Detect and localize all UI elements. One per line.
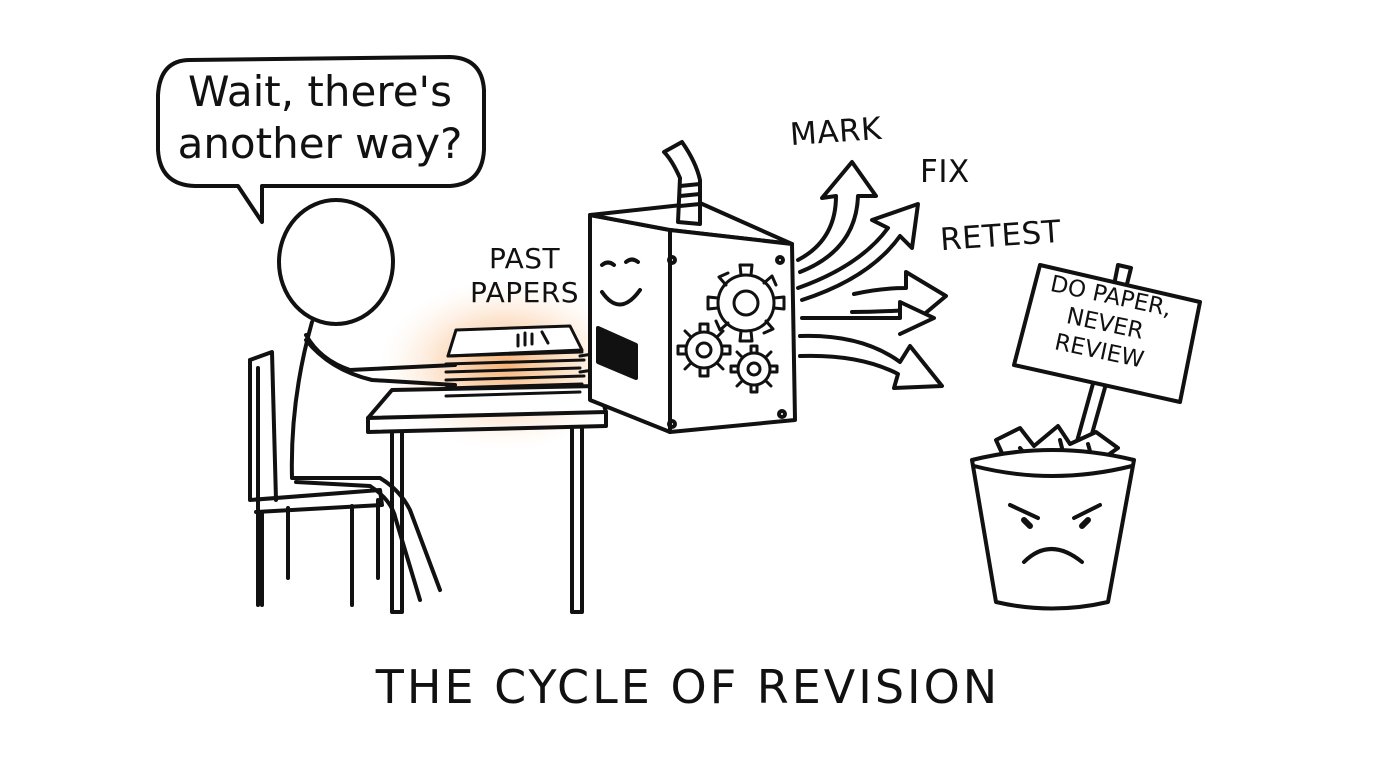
stick-figure-icon [277,198,457,602]
speech-bubble-text: Wait, there's another way? [170,66,470,170]
revision-machine-icon [588,140,797,434]
paper-stack-icon [444,324,608,398]
caption-title: THE CYCLE OF REVISION [375,660,1001,714]
sign-icon [1012,263,1202,457]
gear-icon [676,263,786,394]
speech-bubble-line-1: Wait, there's [188,67,452,116]
speech-bubble-line-2: another way? [177,119,463,168]
past-papers-line-2: PAPERS [470,276,580,309]
fix-label: FIX [920,154,970,190]
past-papers-label: PAST PAPERS [470,242,579,310]
past-papers-line-1: PAST [488,242,561,275]
mark-label: MARK [788,110,883,154]
trash-bin-icon [970,424,1136,611]
desk-icon [366,384,608,614]
arrow-icon [796,160,948,390]
speech-bubble [156,55,486,224]
chair-icon [248,350,384,607]
